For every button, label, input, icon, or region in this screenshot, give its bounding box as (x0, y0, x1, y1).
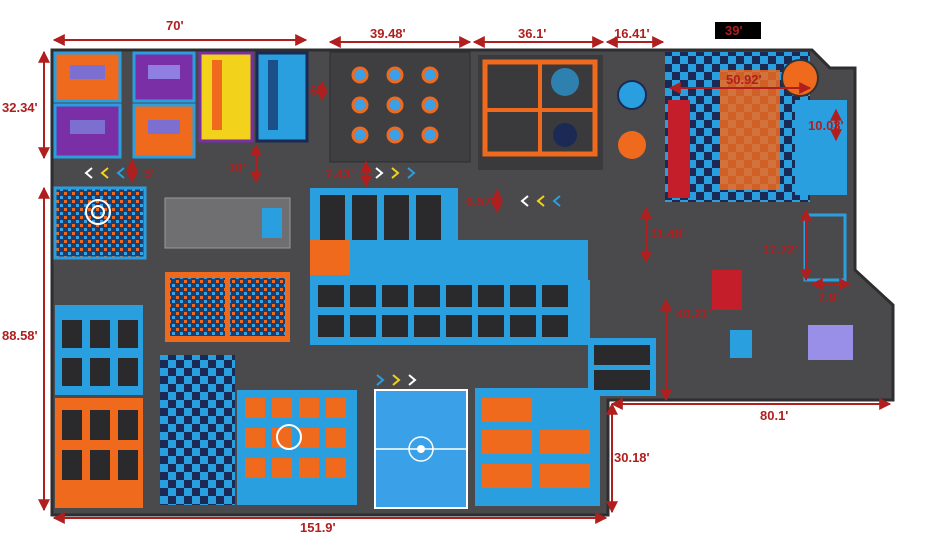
party-rooms (53, 51, 309, 159)
dim-top-a: 70' (166, 18, 184, 33)
dim-eleven-48: 11.48' (650, 226, 685, 241)
dim-six: 6' (310, 83, 320, 98)
dim-ten-03: 10.03' (808, 118, 844, 133)
dim-ten: 10' (228, 160, 246, 175)
dim-bottom-total: 151.9' (300, 520, 336, 535)
dodgeball-court (53, 186, 147, 260)
dim-five: 5' (144, 166, 154, 181)
dim-seventeen-72: 17.72' (762, 242, 798, 257)
soccer-court (374, 389, 468, 509)
dim-forty-21: 40.21' (676, 306, 712, 321)
dim-top-c: 36.1' (518, 26, 546, 41)
dim-seven-9: 7.9' (818, 290, 839, 305)
dimension-lines (38, 34, 892, 524)
dim-seven-43: 7.43' (325, 166, 353, 181)
trampoline-court-orange (237, 390, 357, 505)
dim-fifty-92: 50.92' (726, 72, 762, 87)
dim-top-e: 39' (725, 23, 743, 38)
trampoline-court-main (310, 188, 590, 345)
dining-area (329, 51, 471, 163)
foam-pits (165, 272, 290, 342)
dim-top-b: 39.48' (370, 26, 406, 41)
direction-arrows (84, 167, 561, 386)
dimension-labels: 70' 39.48' 36.1' 16.41' 39' 32.34' 88.58… (2, 18, 844, 535)
dim-box (715, 22, 761, 39)
toddler-area (160, 355, 235, 505)
dim-six-57: 6.57' (466, 194, 494, 209)
ninja-course (478, 55, 603, 170)
dim-step-width: 80.1' (760, 408, 788, 423)
dim-top-d: 16.41' (614, 26, 650, 41)
dim-right-lower: 30.18' (614, 450, 650, 465)
climbing-walls (164, 197, 291, 249)
arcade-zone (588, 213, 853, 396)
dim-left-main: 88.58' (2, 328, 38, 343)
basketball-courts (475, 388, 600, 506)
dim-left-top: 32.34' (2, 100, 38, 115)
trampoline-court-left (55, 305, 143, 508)
